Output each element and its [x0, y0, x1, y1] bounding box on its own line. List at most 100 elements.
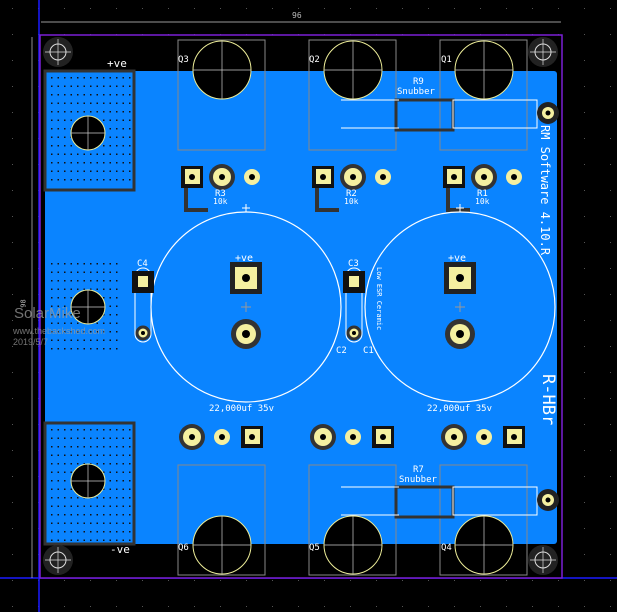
via-dot: [116, 454, 118, 456]
grid-dot: [194, 580, 195, 581]
via-dot: [51, 488, 53, 490]
via-dot: [70, 522, 72, 524]
grid-dot: [610, 86, 611, 87]
cap2-plus-label: +ve: [448, 253, 467, 264]
via-dot: [83, 102, 85, 104]
via-dot: [64, 339, 66, 341]
via-dot: [103, 280, 105, 282]
grid-dot: [480, 606, 481, 607]
trace: [446, 188, 470, 212]
grid-dot: [116, 580, 117, 581]
via-dot: [77, 170, 79, 172]
via-dot: [64, 446, 66, 448]
r1-value: 10k: [475, 197, 490, 206]
via-dot: [51, 85, 53, 87]
via-dot: [103, 488, 105, 490]
grid-dot: [402, 606, 403, 607]
drill-hole: [545, 110, 551, 116]
via-dot: [64, 271, 66, 273]
grid-dot: [324, 606, 325, 607]
grid-dot: [168, 606, 169, 607]
grid-dot: [272, 606, 273, 607]
via-dot: [64, 288, 66, 290]
via-dot: [129, 531, 131, 533]
grid-dot: [480, 8, 481, 9]
via-dot: [109, 437, 111, 439]
via-dot: [64, 514, 66, 516]
drill-hole: [219, 174, 225, 180]
drill-hole: [350, 174, 356, 180]
via-dot: [90, 263, 92, 265]
via-dot: [51, 271, 53, 273]
via-dot: [103, 531, 105, 533]
via-dot: [109, 162, 111, 164]
grid-dot: [168, 580, 169, 581]
via-dot: [109, 339, 111, 341]
via-dot: [57, 145, 59, 147]
via-dot: [57, 314, 59, 316]
via-dot: [64, 111, 66, 113]
via-dot: [77, 85, 79, 87]
drill-hole: [545, 497, 551, 503]
grid-dot: [584, 424, 585, 425]
via-dot: [64, 102, 66, 104]
crosshair: [45, 39, 71, 65]
via-dot: [90, 539, 92, 541]
via-dot: [116, 288, 118, 290]
via-dot: [51, 480, 53, 482]
grid-dot: [454, 8, 455, 9]
r3-ref: R3: [215, 189, 226, 199]
square-pad: [138, 276, 148, 287]
c2-label: C2: [336, 346, 347, 356]
transistor-outline: [439, 464, 528, 576]
via-dot: [129, 522, 131, 524]
via-dot: [64, 179, 66, 181]
grid-dot: [12, 60, 13, 61]
via-dot: [103, 288, 105, 290]
trace: [315, 188, 339, 212]
grid-dot: [610, 268, 611, 269]
via-dot: [57, 463, 59, 465]
via-dot: [129, 94, 131, 96]
via-dot: [70, 280, 72, 282]
via-dot: [83, 331, 85, 333]
grid-dot: [298, 606, 299, 607]
via-dot: [116, 514, 118, 516]
grid-dot: [246, 8, 247, 9]
grid-dot: [12, 372, 13, 373]
via-dot: [116, 446, 118, 448]
crosshair: [193, 41, 251, 99]
via-dot: [51, 280, 53, 282]
via-dot: [116, 339, 118, 341]
via-dot: [122, 437, 124, 439]
via-dot: [90, 288, 92, 290]
via-dot: [96, 170, 98, 172]
via-dot: [96, 348, 98, 350]
via-dot: [122, 480, 124, 482]
crosshair: [193, 516, 251, 574]
via-dot: [77, 280, 79, 282]
drill-hole: [189, 434, 195, 440]
via-dot: [122, 179, 124, 181]
via-dot: [51, 136, 53, 138]
grid-dot: [610, 190, 611, 191]
via-dot: [103, 471, 105, 473]
via-dot: [70, 111, 72, 113]
grid-dot: [584, 528, 585, 529]
snubber-silk: [341, 486, 399, 516]
via-dot: [77, 454, 79, 456]
ceramic-cap-outline: [345, 267, 363, 343]
via-dot: [116, 471, 118, 473]
transistor-outline: [308, 464, 397, 576]
via-dot: [96, 94, 98, 96]
grid-dot: [506, 606, 507, 607]
via-dot: [103, 170, 105, 172]
via-dot: [122, 488, 124, 490]
via-dot: [109, 480, 111, 482]
via-dot: [116, 505, 118, 507]
grid-dot: [194, 606, 195, 607]
via-dot: [116, 128, 118, 130]
grid-dot: [220, 606, 221, 607]
via-dot: [57, 111, 59, 113]
